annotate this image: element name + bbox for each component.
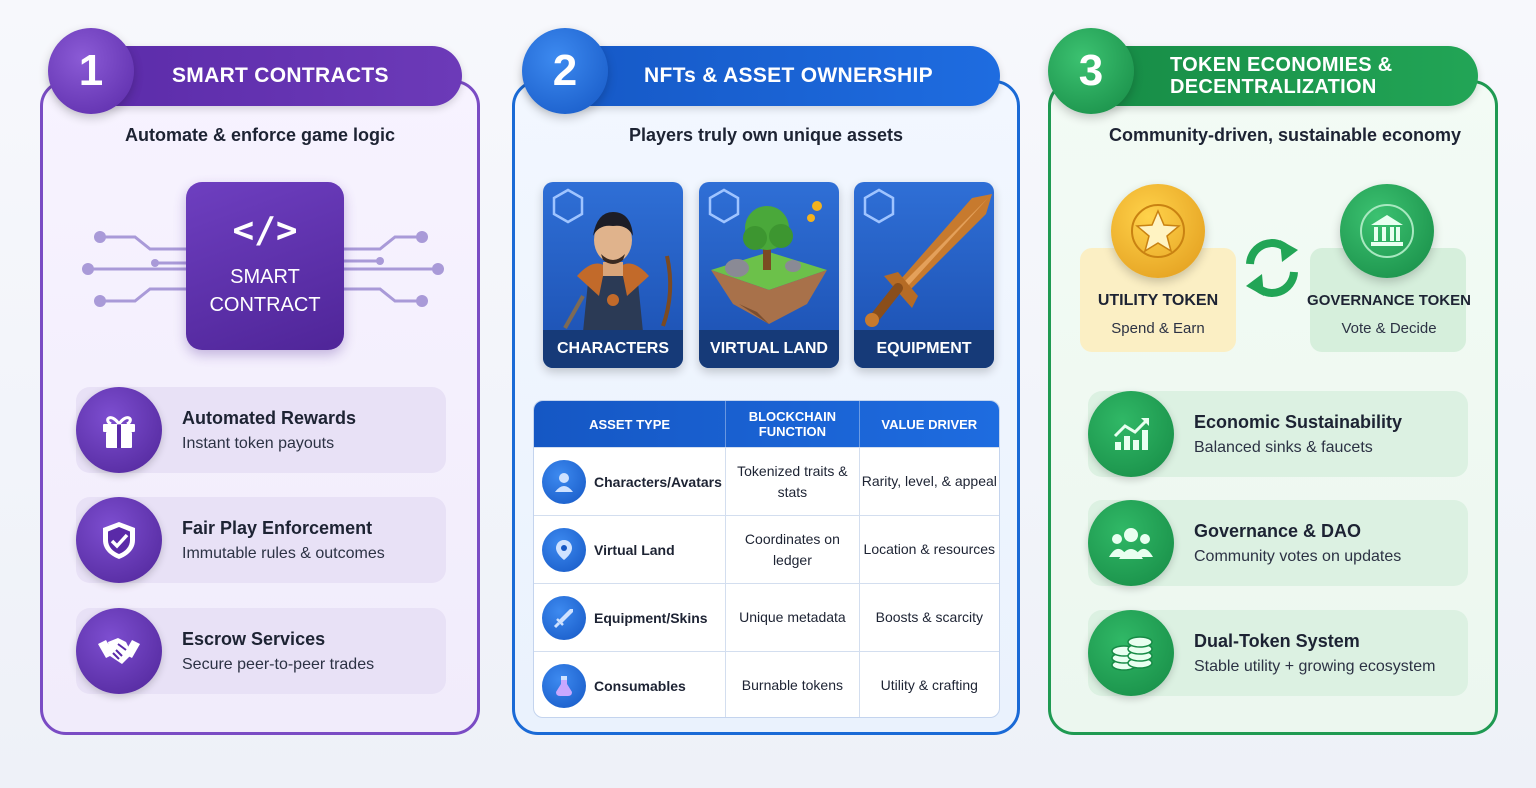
table-row: Virtual Land Coordinates on ledger Locat… (534, 515, 999, 583)
asset-type: Equipment/Skins (594, 609, 708, 626)
token-desc: Spend & Earn (1111, 320, 1205, 337)
feature-card-governance-dao: Governance & DAO Community votes on upda… (1088, 500, 1468, 586)
gift-icon (76, 387, 162, 473)
panel-title: NFTs & ASSET OWNERSHIP (644, 64, 933, 88)
user-icon (542, 459, 586, 504)
feature-card-escrow: Escrow Services Secure peer-to-peer trad… (76, 608, 446, 694)
panel-subtitle: Community-driven, sustainable economy (1108, 125, 1462, 145)
people-icon (1088, 500, 1174, 586)
circuit-lines-icon (82, 231, 444, 307)
card-title: Governance & DAO (1194, 520, 1362, 541)
token-name: GOVERNANCE TOKEN (1307, 292, 1471, 309)
table-row: Characters/Avatars Tokenized traits & st… (534, 447, 999, 515)
card-desc: Secure peer-to-peer trades (182, 655, 375, 673)
hexagon-icon (863, 188, 895, 224)
chip-label-line1: SMART (230, 266, 300, 288)
table-row: Equipment/Skins Unique metadata Boosts &… (534, 583, 999, 651)
value-driver: Boosts & scarcity (875, 609, 983, 625)
value-driver: Rarity, level, & appeal (861, 473, 997, 489)
blockchain-function: Tokenized traits & stats (726, 448, 860, 515)
panel-title-line2: DECENTRALIZATION (1170, 76, 1377, 98)
panel-title-line1: TOKEN ECONOMIES & (1170, 54, 1393, 76)
star-coin-icon (1111, 184, 1205, 278)
shield-icon (76, 497, 162, 583)
table-header: ASSET TYPE BLOCKCHAIN FUNCTION VALUE DRI… (534, 401, 999, 447)
asset-card-characters: CHARACTERS (543, 182, 683, 368)
feature-card-dual-token: Dual-Token System Stable utility + growi… (1088, 610, 1468, 696)
character-warrior-icon (563, 212, 673, 332)
floating-island-icon (711, 201, 827, 324)
card-title: Escrow Services (182, 628, 326, 649)
blockchain-function: Burnable tokens (726, 652, 860, 717)
asset-type: Virtual Land (594, 541, 675, 558)
map-pin-icon (542, 527, 586, 572)
coin-stack-icon (1088, 610, 1174, 696)
header-value-driver: VALUE DRIVER (881, 416, 978, 432)
asset-card-equipment: EQUIPMENT (854, 182, 994, 368)
hexagon-icon (708, 188, 740, 224)
sword-icon (542, 595, 586, 640)
card-desc: Immutable rules & outcomes (182, 544, 385, 562)
panel-title: TOKEN ECONOMIES & DECENTRALIZATION (1170, 54, 1393, 98)
card-desc: Balanced sinks & faucets (1194, 438, 1373, 456)
card-desc: Community votes on updates (1194, 547, 1402, 565)
step-number-2: 2 (522, 28, 608, 114)
asset-type: Consumables (594, 677, 686, 694)
table-row: Consumables Burnable tokens Utility & cr… (534, 651, 999, 717)
asset-table: ASSET TYPE BLOCKCHAIN FUNCTION VALUE DRI… (533, 400, 1000, 718)
blockchain-function: Coordinates on ledger (726, 516, 860, 583)
header-blockchain-function: BLOCKCHAIN FUNCTION (726, 401, 860, 447)
bank-coin-icon (1340, 184, 1434, 278)
potion-icon (542, 663, 586, 708)
blockchain-function: Unique metadata (726, 584, 860, 651)
asset-card-virtual-land: VIRTUAL LAND (699, 182, 839, 368)
card-title: Fair Play Enforcement (182, 517, 373, 538)
asset-type: Characters/Avatars (594, 473, 722, 490)
sword-icon (865, 194, 992, 327)
panel-subtitle: Players truly own unique assets (628, 125, 904, 145)
feature-card-fair-play: Fair Play Enforcement Immutable rules & … (76, 497, 446, 583)
asset-label: EQUIPMENT (854, 330, 994, 368)
value-driver: Location & resources (863, 541, 996, 557)
value-driver: Utility & crafting (880, 677, 978, 693)
card-title: Automated Rewards (182, 407, 357, 428)
card-title: Economic Sustainability (1194, 411, 1403, 432)
panel-subtitle: Automate & enforce game logic (124, 125, 396, 145)
card-title: Dual-Token System (1194, 630, 1360, 651)
panel-title: SMART CONTRACTS (172, 64, 389, 88)
card-desc: Stable utility + growing ecosystem (1194, 657, 1436, 675)
header-asset-type: ASSET TYPE (534, 401, 727, 447)
feature-card-automated-rewards: Automated Rewards Instant token payouts (76, 387, 446, 473)
growth-chart-icon (1088, 391, 1174, 477)
token-name: UTILITY TOKEN (1097, 292, 1219, 309)
asset-label: CHARACTERS (543, 330, 683, 368)
hexagon-icon (552, 188, 584, 224)
step-number-3: 3 (1048, 28, 1134, 114)
step-number-1: 1 (48, 28, 134, 114)
chip-label-line2: CONTRACT (209, 294, 321, 316)
feature-card-economic-sustainability: Economic Sustainability Balanced sinks &… (1088, 391, 1468, 477)
handshake-icon (76, 608, 162, 694)
card-desc: Instant token payouts (182, 434, 335, 452)
smart-contract-chip: </> SMART CONTRACT (186, 182, 344, 350)
token-desc: Vote & Decide (1341, 320, 1437, 337)
exchange-arrows-icon (1246, 239, 1298, 297)
code-icon: </> (232, 210, 298, 251)
asset-label: VIRTUAL LAND (699, 330, 839, 368)
